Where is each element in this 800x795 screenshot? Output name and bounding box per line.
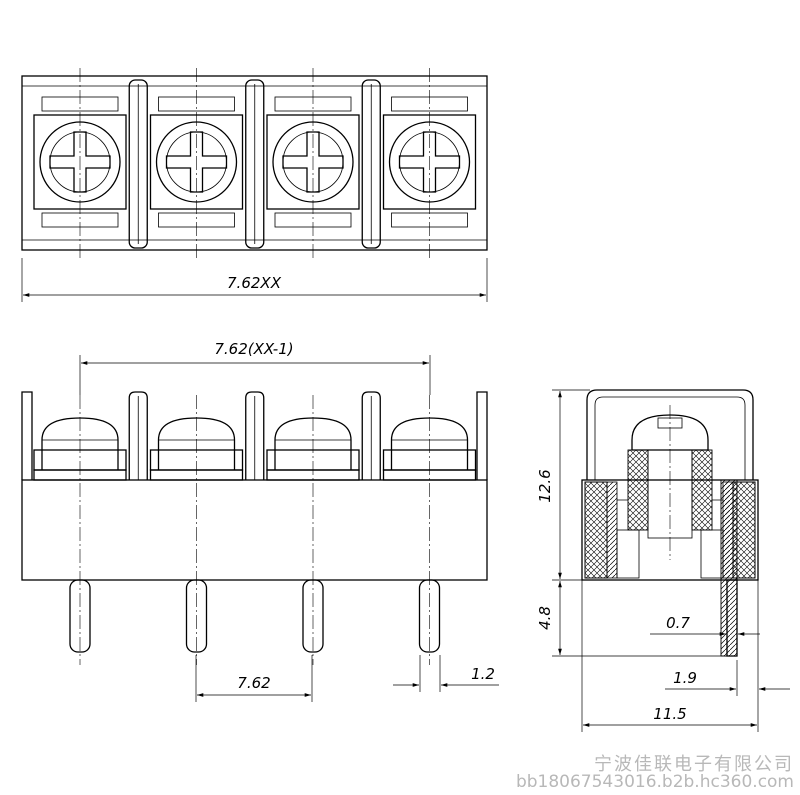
front-pole bbox=[149, 391, 265, 665]
front-view bbox=[21, 391, 488, 665]
dimension-label-side-depth: 11.5 bbox=[653, 705, 686, 723]
front-view-body bbox=[21, 479, 488, 581]
dimension-side-pin-length: 4.8 bbox=[536, 581, 727, 657]
dimension-front-span: 7.62(XX-1) bbox=[79, 340, 431, 395]
front-pole bbox=[21, 391, 148, 665]
top-pole bbox=[382, 68, 477, 258]
top-pole bbox=[266, 68, 381, 258]
top-view bbox=[21, 68, 488, 258]
front-pole bbox=[266, 391, 381, 665]
side-view bbox=[581, 389, 759, 657]
dimension-label-side-pin-thickness: 0.7 bbox=[666, 614, 690, 632]
top-view-outline bbox=[21, 75, 488, 251]
dimension-pin-width: 1.2 bbox=[393, 655, 499, 692]
top-pole bbox=[33, 68, 148, 258]
front-pole bbox=[382, 391, 488, 665]
dimension-label-pitch: 7.62 bbox=[237, 674, 270, 692]
dimension-side-pin-offset: 1.9 bbox=[665, 580, 790, 696]
dimension-pitch: 7.62 bbox=[195, 655, 313, 702]
dimension-side-height: 12.6 bbox=[536, 389, 590, 581]
cross-slot-icon bbox=[282, 131, 344, 193]
dimension-label-top-total: 7.62XX bbox=[227, 274, 282, 292]
dimension-label-pin-width: 1.2 bbox=[471, 665, 495, 683]
top-pole bbox=[149, 68, 265, 258]
cross-slot-icon bbox=[165, 131, 228, 193]
cross-slot-icon bbox=[49, 131, 111, 193]
dimension-label-side-pin-length: 4.8 bbox=[536, 606, 554, 630]
cross-slot-icon bbox=[398, 131, 461, 193]
dimension-side-pin-thickness: 0.7 bbox=[650, 614, 760, 636]
dimension-top-total: 7.62XX bbox=[21, 258, 488, 302]
dimension-label-side-height: 12.6 bbox=[536, 469, 554, 502]
dimension-label-front-span: 7.62(XX-1) bbox=[214, 340, 293, 358]
dimension-side-depth: 11.5 bbox=[581, 580, 759, 732]
dimension-label-side-pin-offset: 1.9 bbox=[673, 669, 697, 687]
watermark-company: 宁波佳联电子有限公司 bbox=[594, 754, 794, 775]
watermark-site: bb18067543016.b2b.hc360.com bbox=[515, 772, 794, 792]
